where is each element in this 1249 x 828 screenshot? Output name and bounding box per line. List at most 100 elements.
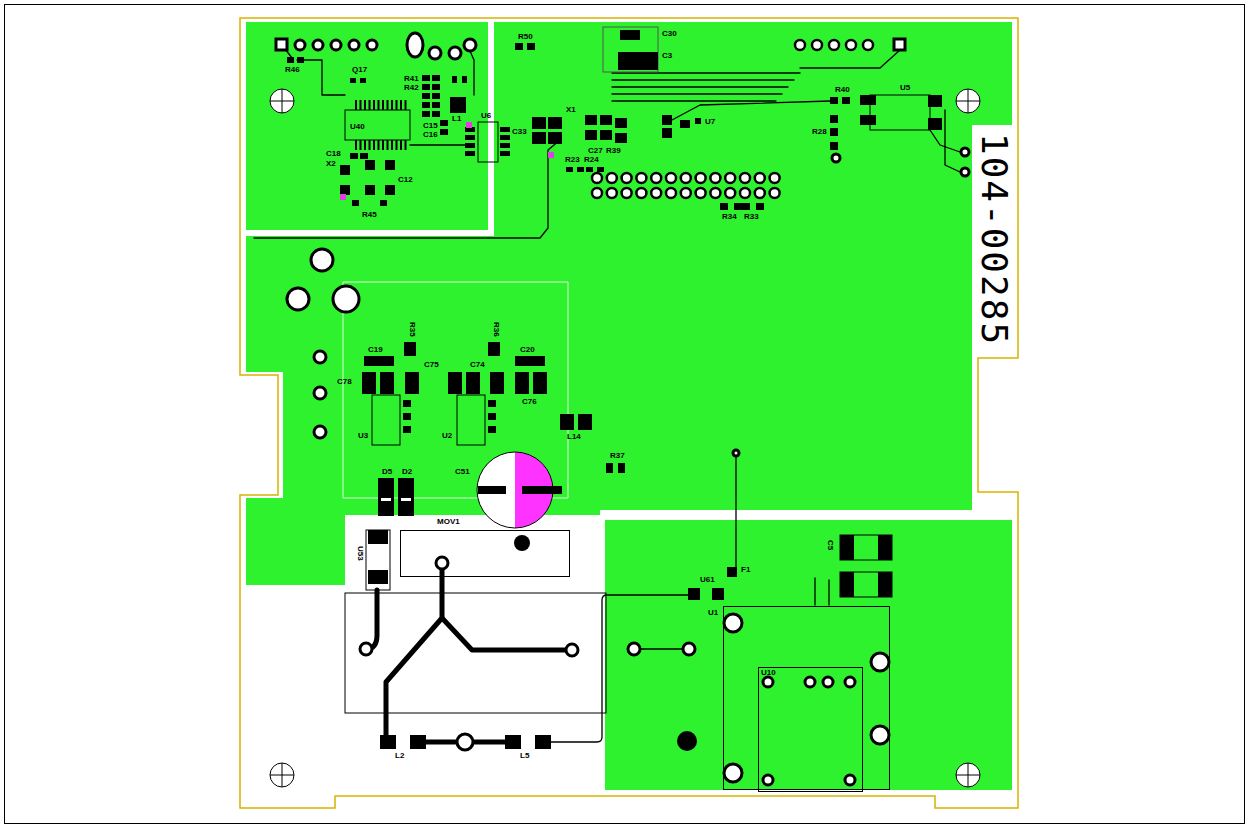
signal-trace [297, 60, 345, 95]
smd-pad [830, 97, 838, 104]
signal-trace [612, 100, 776, 101]
header-pin [812, 40, 822, 50]
header-pin [592, 188, 602, 198]
component-designator: R50 [518, 33, 533, 41]
ic-pin [360, 100, 362, 110]
mounting-hole [956, 763, 980, 787]
capacitor-outline [840, 572, 892, 597]
through-hole [407, 33, 423, 57]
smd-pad [597, 167, 604, 172]
component-designator: U1 [708, 609, 718, 617]
component-designator: U40 [350, 123, 365, 131]
smd-pad [403, 413, 411, 420]
copper-pour [605, 520, 1012, 790]
smd-pad [466, 372, 480, 394]
smd-pad [742, 203, 750, 210]
smd-pad [535, 735, 551, 749]
header-pin [770, 173, 780, 183]
component-designator: F1 [741, 566, 750, 574]
through-hole [628, 643, 640, 655]
smd-pad [566, 167, 573, 172]
smd-pad [440, 129, 448, 135]
component-designator: L5 [520, 752, 529, 760]
through-hole [724, 764, 742, 782]
header-pin [592, 173, 602, 183]
smd-pad [712, 588, 724, 600]
through-hole [311, 249, 333, 271]
through-hole [367, 40, 377, 50]
smd-pad [585, 130, 597, 140]
through-hole [349, 40, 359, 50]
through-hole [871, 653, 889, 671]
ic-pin [465, 135, 475, 140]
smd-pad [720, 203, 728, 210]
smd-pad [688, 588, 700, 600]
smd-pad [662, 128, 672, 138]
smd-pad [606, 463, 613, 473]
smd-pad [488, 413, 496, 420]
smd-pad [385, 185, 395, 195]
component-outline: U10 [758, 667, 863, 792]
component-designator: Q17 [352, 66, 367, 74]
component-designator: R34 [722, 213, 737, 221]
ic-pin [500, 143, 510, 148]
ic-outline [345, 110, 410, 140]
smd-pad [398, 478, 414, 516]
signal-trace [612, 86, 788, 87]
smd-pad [830, 115, 838, 123]
through-hole [331, 40, 341, 50]
component-designator: R45 [362, 211, 377, 219]
smd-pad [860, 115, 876, 125]
through-hole [314, 351, 326, 363]
through-hole [961, 148, 969, 156]
ic-pin [500, 135, 510, 140]
signal-trace [828, 580, 829, 605]
smd-pad [364, 356, 394, 366]
ic-pin [391, 140, 393, 150]
smd-pad [422, 102, 430, 108]
ic-pin [382, 140, 384, 150]
through-hole [724, 614, 742, 632]
smd-pad [527, 43, 535, 50]
component-designator: C18 [326, 150, 341, 158]
converter-outline [372, 395, 400, 445]
ic-pin [400, 100, 402, 110]
smd-pad [515, 372, 529, 394]
component-designator: L2 [395, 752, 404, 760]
header-pin [740, 188, 750, 198]
component-outline: MOV1 [400, 530, 570, 577]
component-designator: R42 [404, 84, 419, 92]
smd-pad [618, 463, 625, 473]
component-outline: U1U10 [723, 606, 890, 790]
smd-pad [378, 478, 394, 516]
smd-pad [620, 30, 640, 40]
signal-trace [735, 456, 736, 567]
smd-pad [532, 132, 546, 144]
mounting-hole-cross [270, 89, 294, 113]
component-designator: U7 [705, 118, 715, 126]
signal-trace [545, 595, 690, 742]
ic-pin [500, 127, 510, 132]
smd-pad [727, 567, 737, 577]
component-designator: L14 [567, 433, 581, 441]
power-trace [442, 618, 572, 650]
header-pin [681, 173, 691, 183]
header-pin [651, 188, 661, 198]
signal-trace [945, 110, 960, 172]
header-pin [740, 173, 750, 183]
smd-pad [490, 372, 504, 394]
component-designator: U2 [442, 432, 452, 440]
smd-pad [432, 111, 440, 117]
smd-pad [548, 132, 562, 144]
diode-band [381, 498, 391, 501]
smd-pad [680, 120, 690, 128]
signal-trace [672, 101, 830, 120]
smd-pad [618, 52, 658, 70]
header-pin [666, 188, 676, 198]
ic-pin [378, 140, 380, 150]
component-designator: C78 [337, 378, 352, 386]
component-designator: MOV1 [437, 518, 460, 526]
smd-pad [350, 78, 356, 83]
